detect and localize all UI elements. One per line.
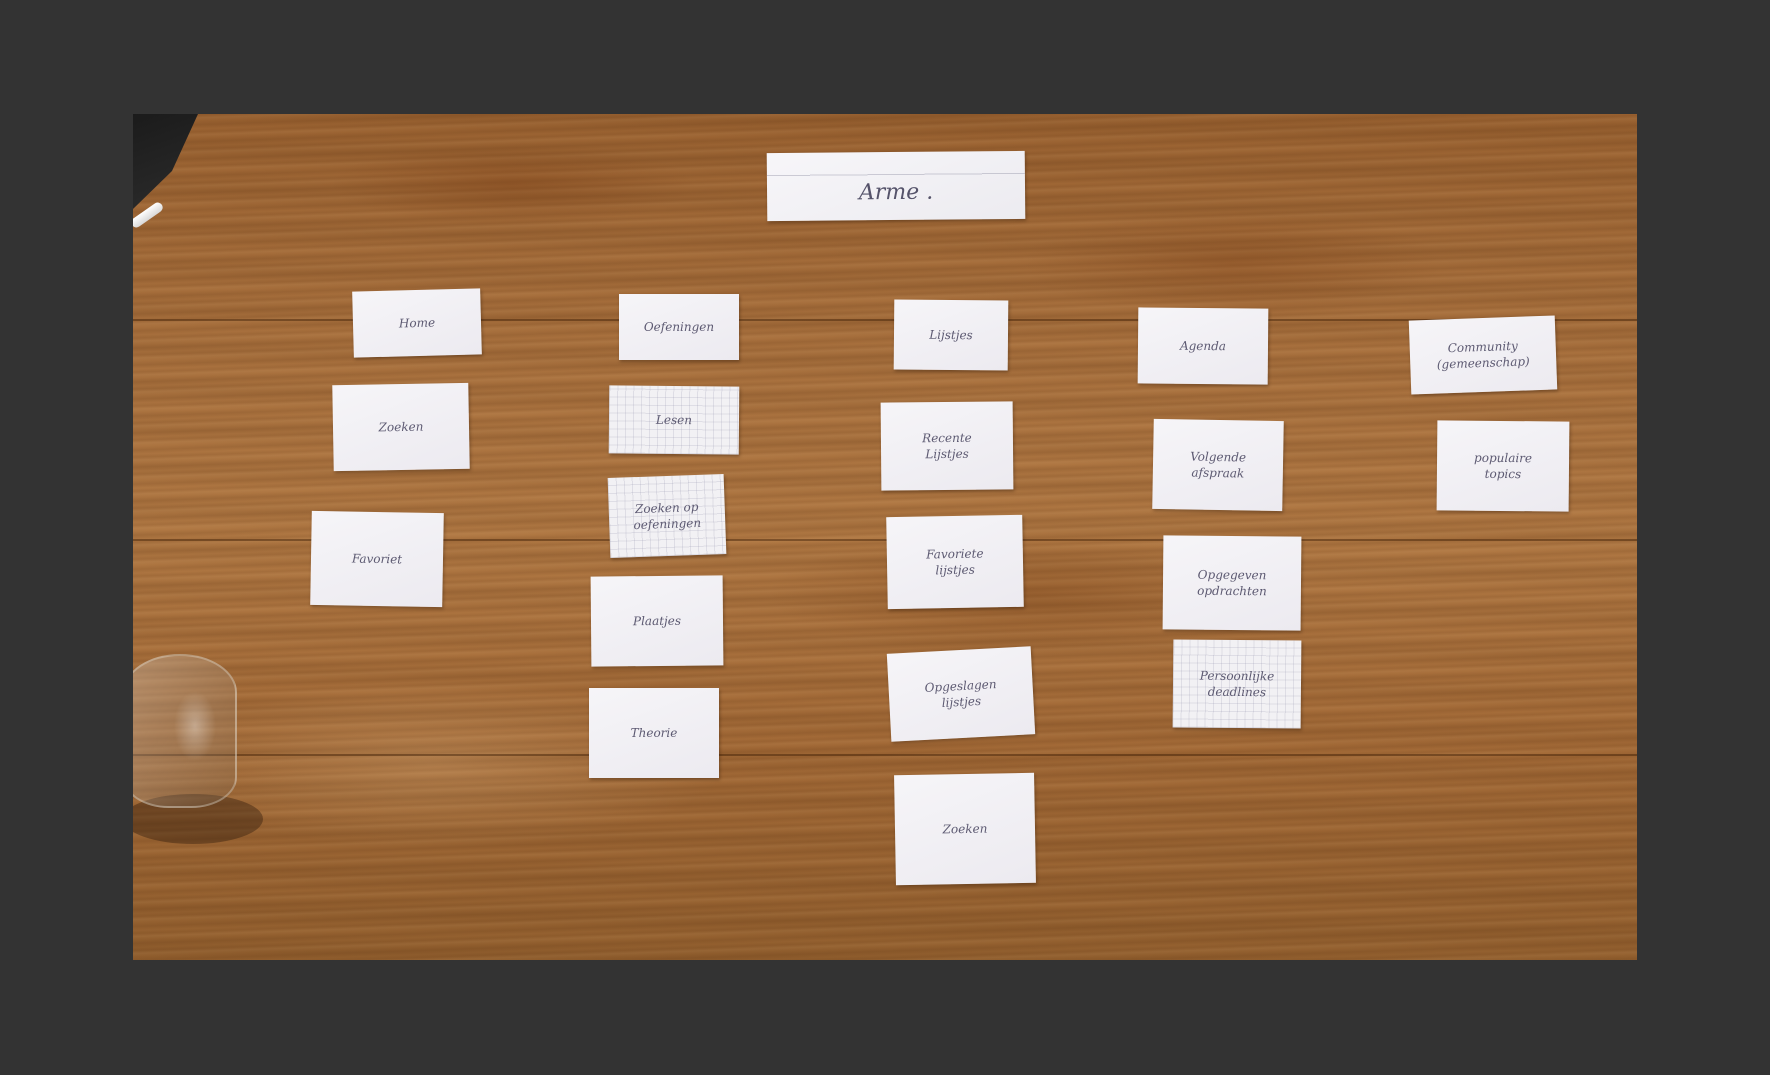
card-zoeken-lijstjes: Zoeken — [894, 772, 1036, 886]
card-opgegeven-opdrachten: Opgegeven opdrachten — [1162, 535, 1302, 631]
card-label: Recente Lijstjes — [922, 430, 972, 462]
title-card-label: Arme . — [858, 179, 934, 206]
card-recente-lijstjes: Recente Lijstjes — [880, 401, 1014, 491]
card-label: Zoeken — [942, 821, 988, 837]
card-home: Home — [352, 288, 482, 358]
card-sort-photo: Arme . Home Zoeken Favoriet Oefeningen L… — [133, 114, 1637, 960]
card-label: Theorie — [630, 725, 678, 740]
table-plank-seam — [133, 319, 1637, 321]
card-community: Community (gemeenschap) — [1408, 315, 1558, 395]
card-label: Home — [398, 315, 436, 331]
card-label: Agenda — [1179, 338, 1227, 354]
title-card: Arme . — [766, 150, 1026, 222]
card-label: populaire topics — [1474, 450, 1533, 482]
card-volgende-afspraak: Volgende afspraak — [1152, 418, 1284, 512]
card-label: Persoonlijke deadlines — [1199, 668, 1275, 700]
card-label: Lijstjes — [929, 327, 973, 343]
card-zoeken-op-oefeningen: Zoeken op oefeningen — [607, 474, 727, 558]
card-label: Community (gemeenschap) — [1436, 338, 1530, 372]
card-lesen: Lesen — [608, 385, 740, 455]
card-label: Plaatjes — [632, 613, 682, 629]
card-label: Lesen — [655, 412, 693, 428]
card-lijstjes: Lijstjes — [893, 299, 1009, 371]
card-plaatjes: Plaatjes — [590, 575, 724, 667]
table-plank-seam — [133, 539, 1637, 541]
card-label: Zoeken — [378, 419, 424, 435]
card-label: Opgegeven opdrachten — [1197, 567, 1267, 599]
card-populaire-topics: populaire topics — [1436, 420, 1570, 512]
table-plank-seam — [133, 754, 1637, 756]
card-label: Volgende afspraak — [1190, 449, 1247, 481]
card-opgeslagen-lijstjes: Opgeslagen lijstjes — [886, 646, 1036, 742]
card-label: Favoriet — [351, 551, 403, 567]
card-label: Zoeken op oefeningen — [633, 499, 702, 533]
card-zoeken: Zoeken — [332, 382, 470, 472]
card-persoonlijke-deadlines: Persoonlijke deadlines — [1172, 639, 1302, 729]
card-oefeningen: Oefeningen — [619, 294, 739, 360]
card-favoriet: Favoriet — [310, 510, 444, 608]
card-label: Oefeningen — [643, 319, 715, 334]
card-agenda: Agenda — [1137, 307, 1269, 385]
dark-object — [133, 114, 198, 209]
card-theorie: Theorie — [589, 688, 719, 778]
card-favoriete-lijstjes: Favoriete lijstjes — [886, 514, 1024, 610]
drinking-glass — [133, 654, 237, 808]
card-label: Opgeslagen lijstjes — [924, 676, 997, 711]
pen — [133, 200, 165, 230]
card-label: Favoriete lijstjes — [926, 546, 984, 578]
